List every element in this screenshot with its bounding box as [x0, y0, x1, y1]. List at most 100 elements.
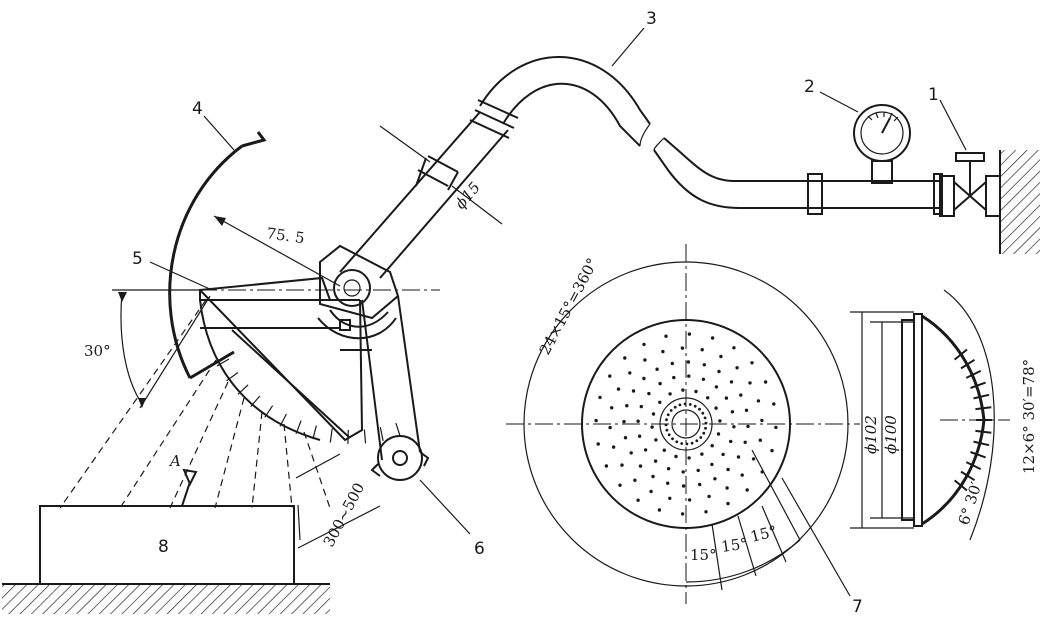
nozzle-hole	[672, 375, 676, 380]
nozzle-hole	[604, 464, 609, 468]
nozzle-hole	[751, 457, 756, 461]
nozzle-hole	[631, 389, 636, 393]
nozzle-hole	[716, 432, 721, 436]
nozzle-hole	[669, 409, 673, 412]
nozzle-hole	[686, 360, 691, 364]
side-arc-tick	[970, 451, 986, 459]
nozzle-hole	[616, 387, 621, 391]
nozzle-hole	[680, 346, 685, 350]
nozzle-hole	[740, 473, 744, 477]
arc-tick	[279, 413, 287, 427]
nozzle-hole	[696, 468, 700, 473]
nozzle-hole	[770, 448, 774, 453]
nozzle-hole	[623, 356, 627, 360]
nozzle-hole	[730, 410, 735, 414]
nozzle-hole	[681, 388, 685, 392]
dim-angle-a: 15°	[690, 546, 717, 564]
nozzle-hole	[650, 425, 654, 429]
nozzle-hole	[735, 366, 739, 370]
nozzle-hole	[704, 426, 707, 430]
nozzle-hole	[714, 406, 718, 410]
arc-tick	[237, 384, 249, 395]
nozzle-hole	[713, 477, 717, 481]
nozzle-hole	[620, 463, 624, 467]
nozzle-hole	[718, 419, 722, 423]
nozzle-hole	[683, 402, 687, 406]
nozzle-hole	[760, 418, 764, 423]
nozzle-hole	[675, 440, 679, 444]
nozzle-hole	[664, 334, 668, 338]
nozzle-hole	[725, 486, 729, 490]
side-arc-tick	[973, 440, 990, 447]
nozzle-hole	[698, 407, 701, 411]
side-arc-tick	[965, 370, 982, 379]
dim-arc-spacing: 12×6° 30′=78°	[1020, 359, 1038, 474]
nozzle-hole	[707, 494, 711, 499]
nozzle-hole	[750, 361, 754, 365]
nozzle-hole	[665, 428, 669, 432]
nozzle-hole	[706, 396, 710, 400]
dim-angle-b: 15°	[720, 534, 749, 556]
nozzle-hole	[618, 483, 622, 487]
nozzle-hole	[701, 377, 706, 381]
dim-tilt-angle: 30°	[84, 342, 111, 360]
nozzle-hole	[598, 395, 602, 400]
arc-tick	[250, 395, 261, 407]
label-support-arm: 6	[474, 539, 485, 559]
nozzle-hole	[623, 436, 628, 440]
nozzle-hole	[638, 464, 643, 468]
nozzle-hole	[743, 440, 747, 444]
nozzle-hole	[629, 451, 633, 455]
label-pressure-gauge: 2	[804, 77, 815, 97]
nozzle-hole	[694, 389, 698, 394]
side-arc-tick	[960, 470, 976, 482]
side-arc-tick	[965, 461, 982, 470]
label-nozzle-plate: 7	[852, 597, 863, 617]
nozzle-hole	[702, 431, 706, 435]
nozzle-hole	[625, 404, 629, 408]
nozzle-hole	[695, 439, 699, 443]
nozzle-plate-front-view	[506, 244, 860, 604]
dim-radius: 75. 5	[265, 224, 305, 247]
wall	[999, 150, 1040, 254]
nozzle-hole	[763, 380, 768, 384]
nozzle-hole	[668, 392, 672, 396]
angle-dimension	[112, 289, 211, 409]
nozzle-hole	[622, 419, 626, 424]
nozzle-hole	[746, 424, 750, 429]
dim-pipe-diameter: ϕ15	[451, 179, 484, 213]
arc-tick	[226, 372, 239, 382]
dim-outer-diameter: ϕ102	[862, 415, 880, 454]
nozzle-hole	[704, 421, 708, 425]
nozzle-hole	[772, 402, 776, 406]
side-arc-tick	[970, 381, 986, 389]
nozzle-hole	[714, 385, 719, 389]
nozzle-hole	[664, 423, 668, 427]
view-letter: A	[168, 452, 181, 470]
side-arc-tick	[975, 429, 992, 434]
nozzle-hole	[665, 418, 668, 422]
dim-inner-diameter: ϕ100	[882, 415, 900, 454]
nozzle-hole	[653, 459, 658, 463]
nozzle-hole	[654, 438, 658, 442]
nozzle-hole	[756, 399, 761, 403]
label-specimen: 8	[158, 537, 169, 557]
nozzle-hole	[608, 425, 612, 430]
arc-tick	[295, 420, 302, 434]
nozzle-hole	[685, 442, 689, 446]
nozzle-hole	[658, 400, 662, 404]
dim-angle-c: 15°	[749, 522, 779, 546]
nozzle-hole	[628, 371, 632, 375]
nozzle-hole	[642, 376, 646, 381]
nozzle-hole	[680, 512, 685, 516]
valve	[939, 152, 1001, 217]
nozzle-hole	[701, 411, 705, 415]
label-valve: 1	[928, 85, 939, 105]
nozzle-hole	[596, 442, 600, 446]
nozzle-hole	[726, 467, 730, 472]
nozzle-hole	[748, 381, 752, 385]
radius-dimension	[213, 215, 341, 287]
spray-arm	[339, 111, 509, 279]
nozzle-hole	[719, 354, 723, 359]
